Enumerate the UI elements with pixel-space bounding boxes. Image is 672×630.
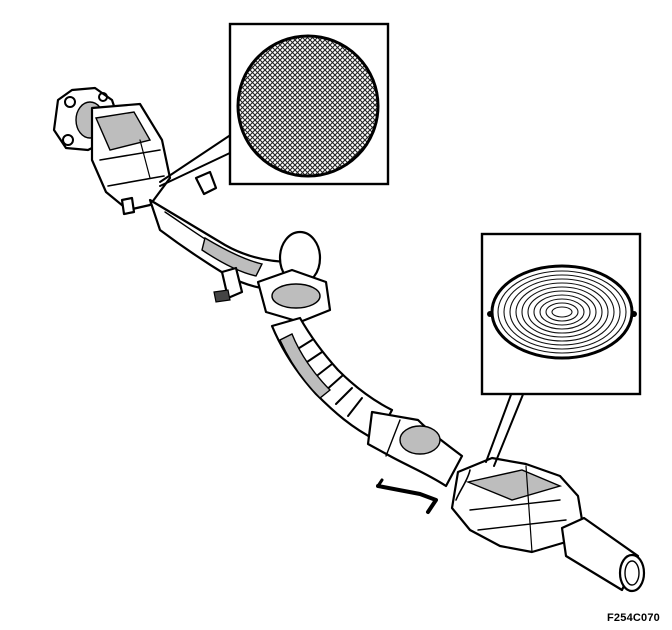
- main-catalyst-converter: [450, 456, 584, 554]
- mounting-bracket: [376, 478, 438, 514]
- callout-lower: [480, 232, 642, 467]
- tail-pipe: [560, 516, 646, 593]
- exhaust-pipe-assembly: [52, 86, 646, 593]
- intermediate-pipe: [366, 410, 464, 488]
- figure-code-label: F254C070: [607, 612, 660, 624]
- callout-upper: [159, 22, 390, 187]
- joint-flange: [256, 230, 332, 324]
- pre-catalyst-converter: [90, 102, 218, 216]
- mesh-circle-icon: [236, 34, 380, 178]
- honeycomb-oval-icon: [487, 264, 637, 360]
